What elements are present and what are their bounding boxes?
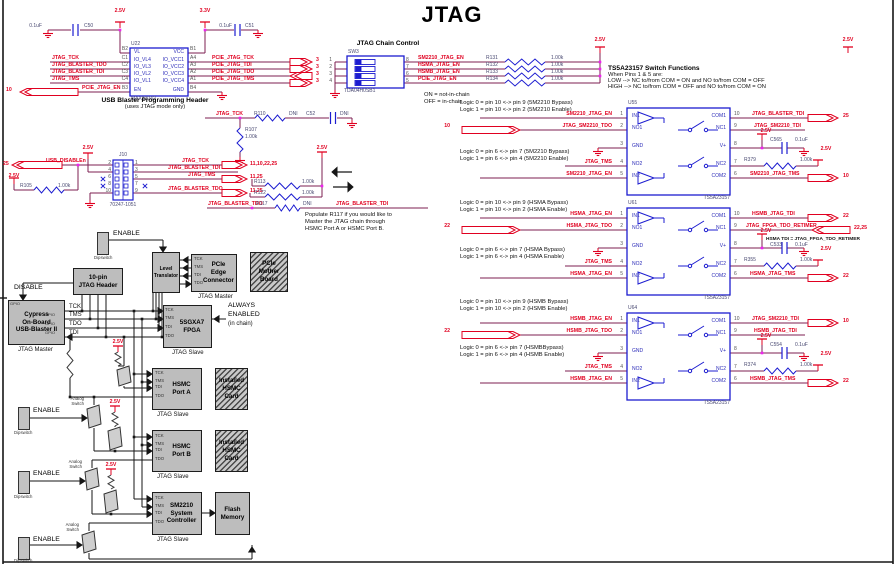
block-title-line: Port B [172,451,191,458]
block-title-line: Port A [172,389,191,396]
dipswitch [18,537,30,560]
block-title-line: USB-Blaster II [15,326,58,334]
block-title-line: HSMC [172,443,191,451]
block-title-line: HSMC [172,381,191,389]
block-title-line: Translator [153,272,179,279]
block-title-line: Connector [203,276,234,284]
block-title-line: Mother [258,268,280,276]
block-title-line: Level [159,266,173,273]
block-title-line: FPGA [183,326,201,334]
block-title-line: 10-pin [88,273,108,281]
block-title-line: Card [224,392,239,400]
block-title-line: Card [224,454,239,462]
block-title-line: 5SGXA7 [179,318,205,326]
block-title-line: Controller [166,517,197,525]
block-title-line: HSMC [222,447,241,455]
block-title-line: SM2210 [169,501,194,509]
block-title-line: Flash [224,505,241,513]
block-title-line: PCIe [262,260,276,268]
block-title-line: System [170,509,193,517]
block-title-line: Board [260,275,278,283]
block-title-line: Edge [210,269,227,277]
dipswitch [18,471,30,494]
block-title-line: JTAG Header [78,281,118,289]
dipswitch [97,232,109,255]
block-title-line: HSMC [222,385,241,393]
block-title-line: Installed [218,439,245,447]
block-title-line: On-Board [22,318,51,326]
block-title-line: Memory [220,513,245,521]
block-title-line: PCIe [211,261,226,269]
dipswitch [18,407,30,430]
block-title-line: Installed [218,377,245,385]
block-title-line: Cypress [24,310,49,318]
